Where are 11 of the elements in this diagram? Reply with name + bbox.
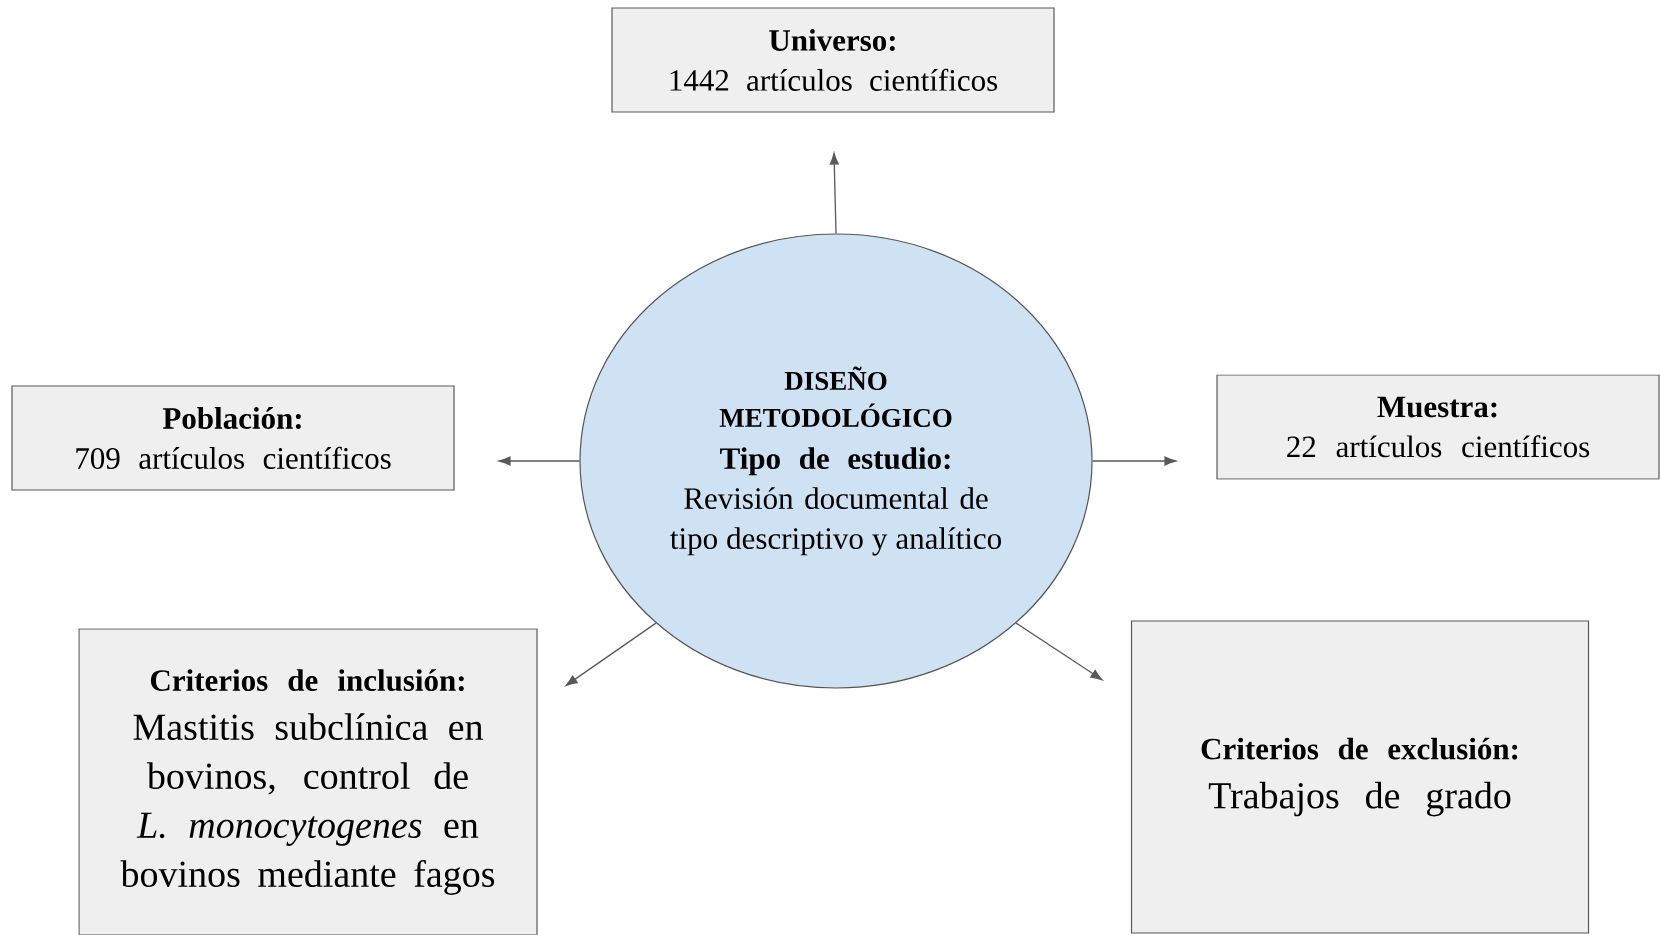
arrow (1091, 456, 1177, 466)
text-box: Criterios de inclusión: Mastitis subclínica en bovinos, control de L. monocytogenes en bovinos mediante fagos (78, 628, 538, 935)
text-box: Criterios de exclusión: Trabajos de grado (1130, 620, 1590, 934)
text-box: Población: 709 artículos científicos (11, 385, 455, 491)
arrow (1015, 622, 1103, 681)
ellipse-node: DISEÑO METODOLÓGICO Tipo de estudio: Revisión documental de tipo descriptivo y analítico (579, 233, 1093, 689)
arrow (498, 456, 581, 466)
text-box: Muestra: 22 artículos científicos (1216, 374, 1660, 480)
arrow (565, 622, 657, 686)
text-box: Universo: 1442 artículos científicos (611, 7, 1055, 113)
arrow (829, 152, 839, 235)
